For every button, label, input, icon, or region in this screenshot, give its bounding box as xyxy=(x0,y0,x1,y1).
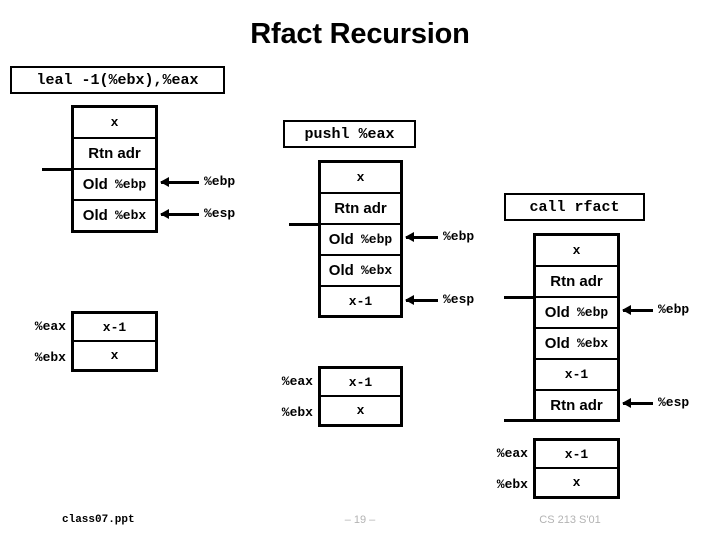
pointer-arrow-esp-2 xyxy=(405,295,438,305)
stack-cell: x xyxy=(536,236,617,267)
frame-divider-2 xyxy=(289,223,329,226)
pointer-label-esp-3: %esp xyxy=(658,395,690,410)
pointer-arrow-ebp-3 xyxy=(622,305,653,315)
stack-cell: Old %ebx xyxy=(321,256,400,287)
instruction-box-call: call rfact xyxy=(504,193,645,221)
register-box-2: x-1 x xyxy=(318,366,403,427)
register-name-ebx-3: %ebx xyxy=(496,477,528,492)
pointer-label-esp-1: %esp xyxy=(204,206,236,221)
footer-course: CS 213 S'01 xyxy=(539,514,601,526)
pointer-arrow-ebp-1 xyxy=(160,177,199,187)
frame-divider-3 xyxy=(504,296,544,299)
register-box-1: x-1 x xyxy=(71,311,158,372)
pointer-arrow-ebp-2 xyxy=(405,232,438,242)
register-name-ebx-2: %ebx xyxy=(281,405,313,420)
instruction-box-pushl: pushl %eax xyxy=(283,120,416,148)
pointer-label-esp-2: %esp xyxy=(443,292,475,307)
register-value: x xyxy=(536,469,617,496)
stack-cell: x xyxy=(74,108,155,139)
page-title: Rfact Recursion xyxy=(250,18,470,50)
register-value: x-1 xyxy=(321,369,400,397)
register-value: x-1 xyxy=(536,441,617,469)
stack-cell: Rtn adr xyxy=(536,391,617,419)
pointer-label-ebp-1: %ebp xyxy=(204,174,236,189)
instruction-text-leal: leal -1(%ebx),%eax xyxy=(36,71,199,89)
stack-cell: Rtn adr xyxy=(74,139,155,170)
instruction-text-call: call rfact xyxy=(529,198,620,216)
stack-cell: Old %ebp xyxy=(536,298,617,329)
stack-cell: x xyxy=(321,163,400,194)
register-box-3: x-1 x xyxy=(533,438,620,499)
register-value: x-1 xyxy=(74,314,155,342)
stack-cell: x-1 xyxy=(321,287,400,315)
register-name-ebx-1: %ebx xyxy=(34,350,66,365)
footer-filename: class07.ppt xyxy=(62,514,135,526)
instruction-box-leal: leal -1(%ebx),%eax xyxy=(10,66,225,94)
pointer-arrow-esp-1 xyxy=(160,209,199,219)
frame-divider-3-bottom xyxy=(504,419,544,422)
register-value: x xyxy=(321,397,400,424)
stack-frame-1: x Rtn adr Old %ebp Old %ebx xyxy=(71,105,158,233)
stack-cell: Old %ebx xyxy=(536,329,617,360)
stack-cell: Old %ebp xyxy=(74,170,155,201)
register-name-eax-2: %eax xyxy=(281,374,313,389)
stack-frame-2: x Rtn adr Old %ebp Old %ebx x-1 xyxy=(318,160,403,318)
stack-cell: Rtn adr xyxy=(536,267,617,298)
pointer-arrow-esp-3 xyxy=(622,398,653,408)
footer-page-number: – 19 – xyxy=(344,514,376,526)
register-name-eax-1: %eax xyxy=(34,319,66,334)
register-name-eax-3: %eax xyxy=(496,446,528,461)
stack-frame-3: x Rtn adr Old %ebp Old %ebx x-1 Rtn adr xyxy=(533,233,620,422)
stack-cell: Old %ebp xyxy=(321,225,400,256)
stack-cell: x-1 xyxy=(536,360,617,391)
pointer-label-ebp-3: %ebp xyxy=(658,302,690,317)
stack-cell: Rtn adr xyxy=(321,194,400,225)
stack-cell: Old %ebx xyxy=(74,201,155,230)
register-value: x xyxy=(74,342,155,369)
frame-divider-1 xyxy=(42,168,82,171)
instruction-text-pushl: pushl %eax xyxy=(304,125,395,143)
pointer-label-ebp-2: %ebp xyxy=(443,229,475,244)
